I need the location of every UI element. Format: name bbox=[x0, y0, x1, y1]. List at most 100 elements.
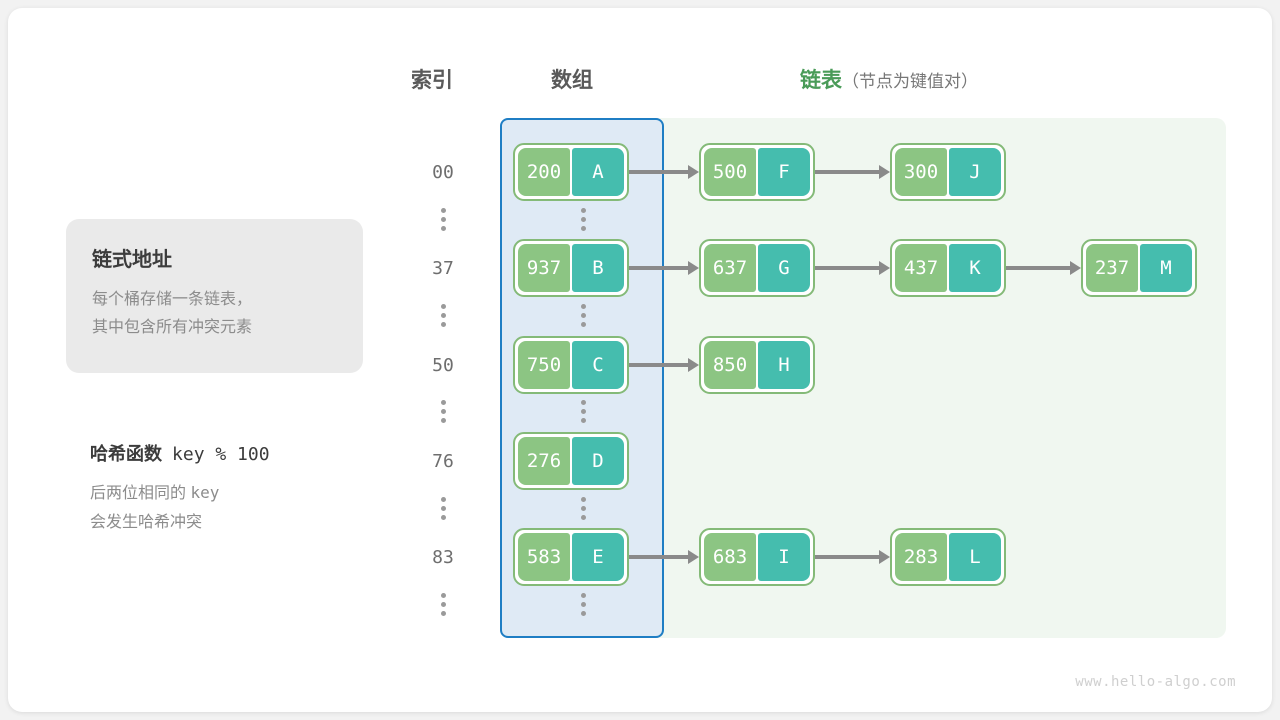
chain-arrow-icon bbox=[629, 261, 699, 275]
ellipsis-dot bbox=[440, 409, 446, 414]
ellipsis-dot bbox=[580, 400, 586, 405]
ellipsis-dot bbox=[580, 409, 586, 414]
arrow-shaft bbox=[1006, 266, 1070, 270]
ellipsis-dot bbox=[440, 322, 446, 327]
ellipsis-dot bbox=[440, 497, 446, 502]
node-value-cell: C bbox=[572, 341, 624, 389]
node-value-cell: M bbox=[1140, 244, 1192, 292]
node-value-cell: E bbox=[572, 533, 624, 581]
ellipsis-dot bbox=[580, 506, 586, 511]
node-value-cell: K bbox=[949, 244, 1001, 292]
ellipsis-dot bbox=[440, 208, 446, 213]
node-key-cell: 276 bbox=[518, 437, 570, 485]
ellipsis-dot bbox=[580, 497, 586, 502]
ellipsis-dot bbox=[440, 313, 446, 318]
arrow-shaft bbox=[629, 266, 688, 270]
info-callout-body: 每个桶存储一条链表， 其中包含所有冲突元素 bbox=[92, 286, 337, 342]
ellipsis-dot bbox=[440, 304, 446, 309]
ellipsis-dot bbox=[580, 226, 586, 231]
ellipsis-dot bbox=[440, 506, 446, 511]
ellipsis-dot bbox=[580, 515, 586, 520]
array-ellipsis bbox=[543, 208, 623, 231]
chain-arrow-icon bbox=[629, 165, 699, 179]
hash-note-line-1: 后两位相同的 key bbox=[90, 478, 390, 508]
node-value-cell: D bbox=[572, 437, 624, 485]
chain-arrow-icon bbox=[629, 550, 699, 564]
arrow-shaft bbox=[629, 363, 688, 367]
node-key-cell: 750 bbox=[518, 341, 570, 389]
node-key-cell: 637 bbox=[704, 244, 756, 292]
column-header-linkedlist: 链表（节点为键值对） bbox=[800, 64, 978, 94]
index-ellipsis bbox=[403, 400, 483, 423]
arrow-head bbox=[879, 261, 890, 275]
node-key-cell: 850 bbox=[704, 341, 756, 389]
arrow-shaft bbox=[815, 266, 879, 270]
arrow-head bbox=[1070, 261, 1081, 275]
ellipsis-dot bbox=[580, 304, 586, 309]
ellipsis-dot bbox=[580, 313, 586, 318]
bucket-index-label: 37 bbox=[432, 257, 454, 279]
arrow-head bbox=[879, 550, 890, 564]
bucket-index-label: 00 bbox=[432, 161, 454, 183]
node-key-cell: 283 bbox=[895, 533, 947, 581]
arrow-head bbox=[688, 358, 699, 372]
arrow-head bbox=[688, 550, 699, 564]
ellipsis-dot bbox=[580, 217, 586, 222]
hash-note-key-token: key bbox=[190, 483, 220, 502]
index-ellipsis bbox=[403, 208, 483, 231]
node-key-cell: 937 bbox=[518, 244, 570, 292]
arrow-head bbox=[688, 165, 699, 179]
index-ellipsis bbox=[403, 304, 483, 327]
ellipsis-dot bbox=[440, 400, 446, 405]
node-key-cell: 200 bbox=[518, 148, 570, 196]
ellipsis-dot bbox=[580, 322, 586, 327]
bucket-index-label: 83 bbox=[432, 546, 454, 568]
index-ellipsis bbox=[403, 497, 483, 520]
node-value-cell: L bbox=[949, 533, 1001, 581]
arrow-head bbox=[688, 261, 699, 275]
ellipsis-dot bbox=[440, 602, 446, 607]
node-key-cell: 583 bbox=[518, 533, 570, 581]
node-value-cell: I bbox=[758, 533, 810, 581]
node-key-cell: 300 bbox=[895, 148, 947, 196]
info-callout-box: 链式地址 每个桶存储一条链表， 其中包含所有冲突元素 bbox=[66, 219, 363, 373]
ellipsis-dot bbox=[580, 611, 586, 616]
array-ellipsis bbox=[543, 593, 623, 616]
linkedlist-label: 链表 bbox=[800, 69, 842, 92]
hash-function-block: 哈希函数 key % 100 后两位相同的 key 会发生哈希冲突 bbox=[90, 440, 390, 537]
chain-arrow-icon bbox=[629, 358, 699, 372]
bucket-index-label: 50 bbox=[432, 354, 454, 376]
node-value-cell: J bbox=[949, 148, 1001, 196]
linkedlist-sublabel: （节点为键值对） bbox=[842, 72, 978, 91]
chain-arrow-icon bbox=[815, 165, 890, 179]
ellipsis-dot bbox=[440, 593, 446, 598]
ellipsis-dot bbox=[580, 602, 586, 607]
ellipsis-dot bbox=[440, 418, 446, 423]
hash-function-note: 后两位相同的 key 会发生哈希冲突 bbox=[90, 478, 390, 537]
ellipsis-dot bbox=[580, 208, 586, 213]
node-key-cell: 237 bbox=[1086, 244, 1138, 292]
bucket-index-label: 76 bbox=[432, 450, 454, 472]
ellipsis-dot bbox=[440, 515, 446, 520]
array-ellipsis bbox=[543, 497, 623, 520]
